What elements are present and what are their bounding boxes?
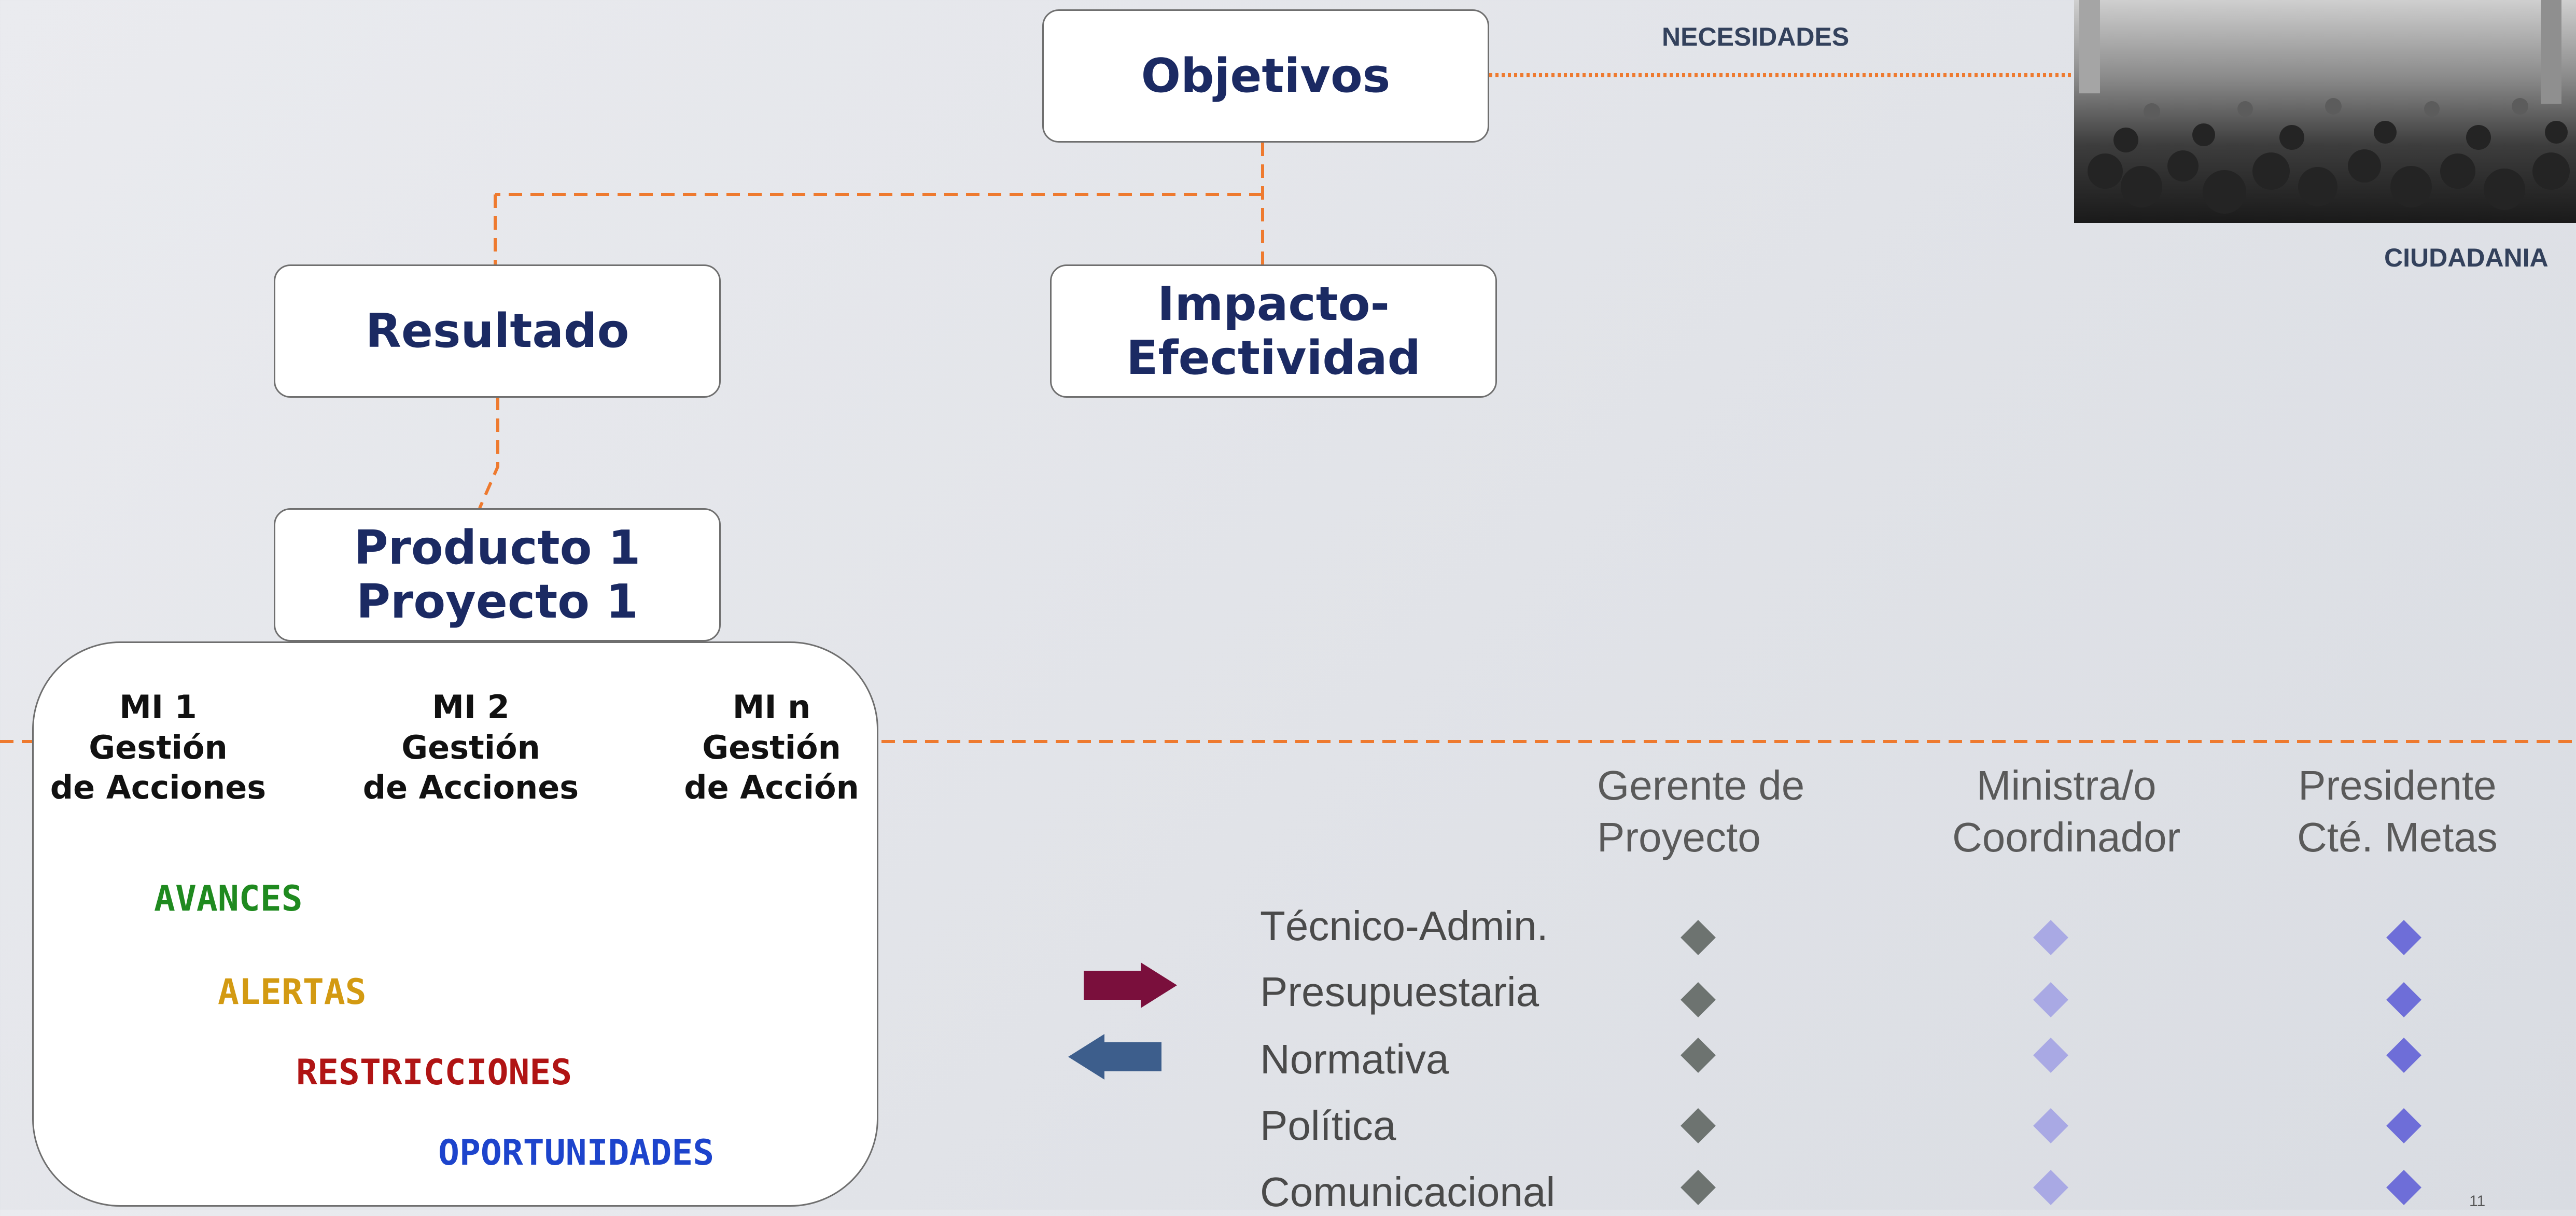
objetivos-label: Objetivos xyxy=(1141,48,1391,103)
resultado-box: Resultado xyxy=(274,264,721,398)
mi-item-line: Gestión xyxy=(702,728,841,766)
mi-item-2: MI 2 Gestión de Acciones xyxy=(362,687,580,808)
column-header-line: Gerente de xyxy=(1597,762,1805,808)
row-label-tecnico: Técnico-Admin. xyxy=(1260,903,1548,949)
column-header-presidente: Presidente Cté. Metas xyxy=(2297,760,2498,863)
column-header-line: Cté. Metas xyxy=(2297,814,2498,860)
row-label-normativa: Normativa xyxy=(1260,1036,1449,1082)
ciudadania-label: CIUDADANIA xyxy=(2384,243,2549,272)
column-header-gerente: Gerente de Proyecto xyxy=(1597,760,1804,863)
column-header-line: Ministra/o xyxy=(1976,762,2157,808)
mi-item-title: MI 1 xyxy=(119,688,197,726)
crowd-photo xyxy=(2074,0,2576,223)
objetivos-box: Objetivos xyxy=(1042,9,1489,143)
mi-item-1: MI 1 Gestión de Acciones xyxy=(49,687,267,808)
mi-item-line: de Acciones xyxy=(362,768,579,806)
mi-item-line: Gestión xyxy=(89,728,228,766)
status-avances: AVANCES xyxy=(154,878,303,919)
necesidades-label: NECESIDADES xyxy=(1662,22,1850,51)
producto-label-line2: Proyecto 1 xyxy=(356,574,639,629)
arrow-right-icon xyxy=(1084,962,1177,1008)
resultado-label: Resultado xyxy=(365,303,629,358)
row-label-presupuestaria: Presupuestaria xyxy=(1260,969,1539,1015)
impacto-label-line2: Efectividad xyxy=(1126,330,1421,385)
impacto-label-line1: Impacto- xyxy=(1157,277,1390,331)
mi-item-line: de Acciones xyxy=(50,768,267,806)
mi-item-title: MI 2 xyxy=(432,688,510,726)
producto-box: Producto 1 Proyecto 1 xyxy=(274,508,721,641)
mi-item-line: Gestión xyxy=(401,728,540,766)
status-restricciones: RESTRICCIONES xyxy=(296,1052,572,1093)
column-header-line: Coordinador xyxy=(1952,814,2181,860)
producto-label-line1: Producto 1 xyxy=(354,521,641,575)
arrow-left-icon xyxy=(1068,1034,1161,1080)
row-label-comunicacional: Comunicacional xyxy=(1260,1169,1556,1215)
column-header-line: Proyecto xyxy=(1597,814,1761,860)
row-label-politica: Política xyxy=(1260,1102,1396,1149)
column-header-ministra: Ministra/o Coordinador xyxy=(1952,760,2180,863)
status-oportunidades: OPORTUNIDADES xyxy=(438,1133,715,1173)
mi-item-line: de Acción xyxy=(684,768,859,806)
mi-item-title: MI n xyxy=(732,688,811,726)
resultado-producto-connector xyxy=(478,397,499,509)
impacto-box: Impacto- Efectividad xyxy=(1050,264,1497,398)
status-alertas: ALERTAS xyxy=(218,972,367,1013)
page-number: 11 xyxy=(2469,1193,2486,1210)
column-header-line: Presidente xyxy=(2298,762,2497,808)
mi-item-n: MI n Gestión de Acción xyxy=(663,687,880,808)
management-panel: MI 1 Gestión de Acciones MI 2 Gestión de… xyxy=(32,641,878,1207)
